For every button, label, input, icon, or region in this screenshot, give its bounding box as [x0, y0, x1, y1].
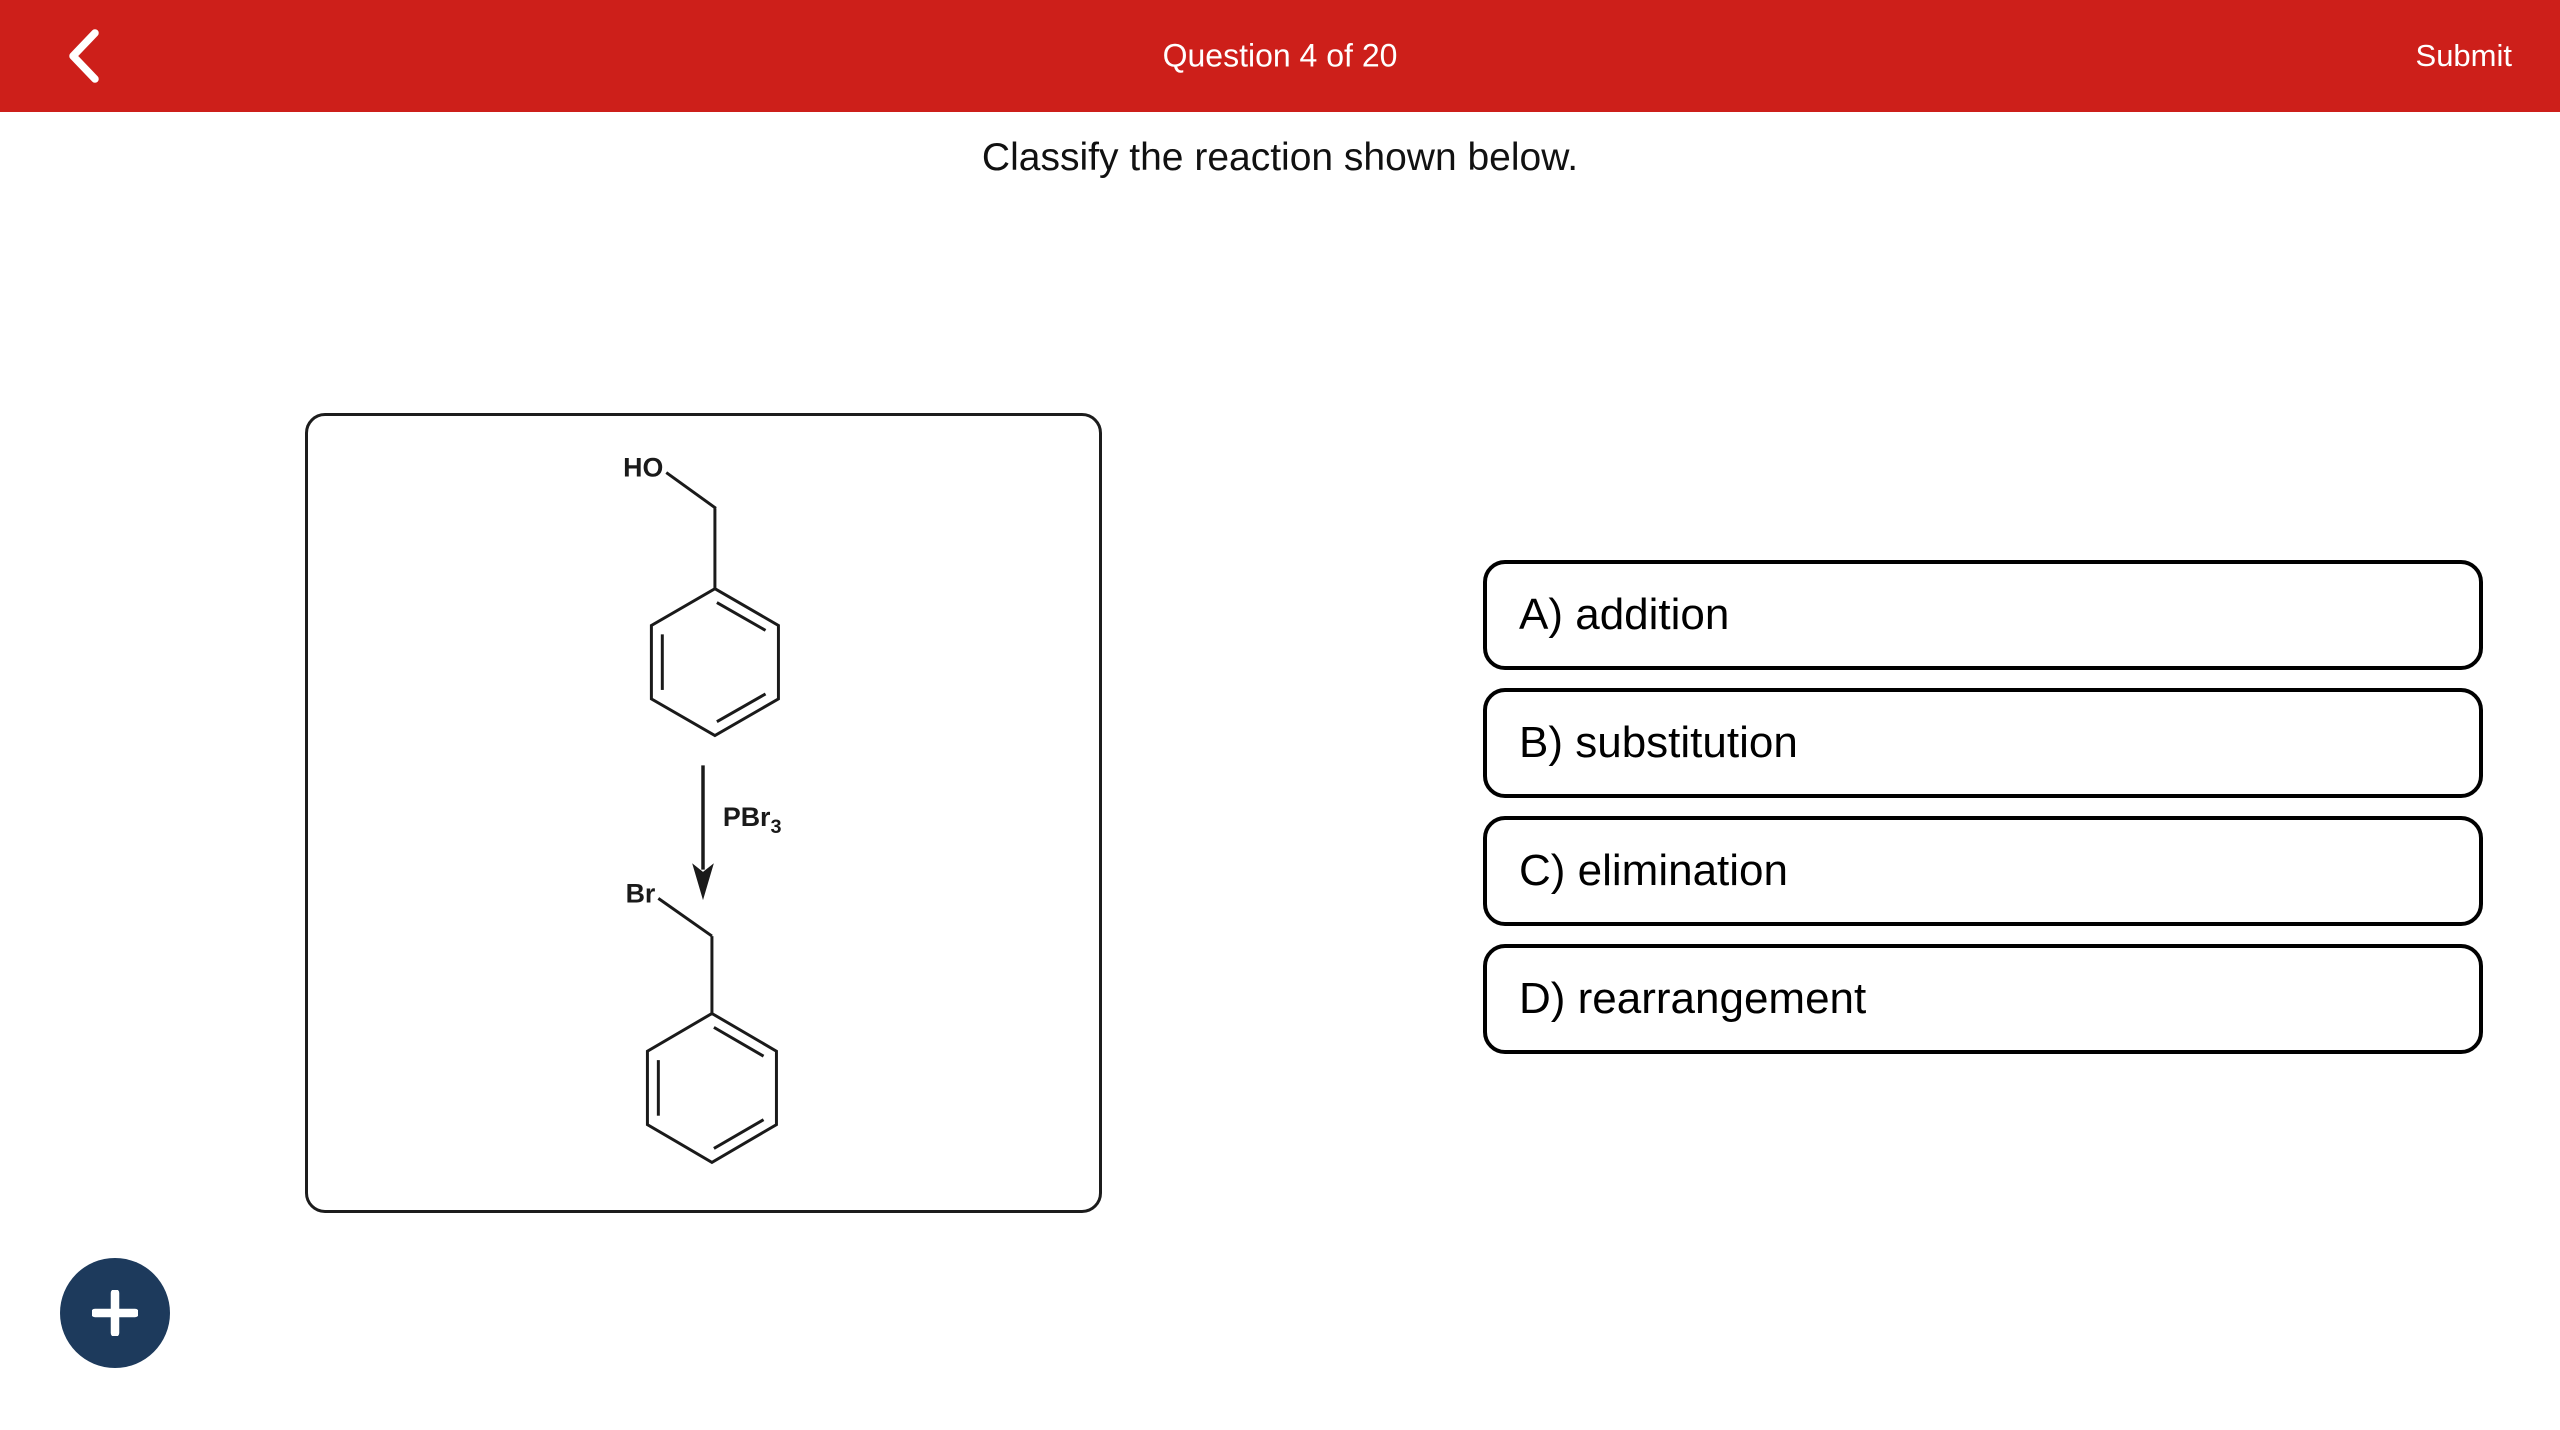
- reaction-arrow-head: [692, 863, 714, 901]
- reactant-group-label: HO: [623, 453, 663, 483]
- option-b-button[interactable]: B) substitution: [1483, 688, 2483, 798]
- product-group-label: Br: [626, 878, 656, 908]
- bond: [665, 471, 717, 510]
- reagent-subscript: 3: [770, 816, 781, 838]
- reaction-scheme-svg: HO PBr3 Br: [623, 453, 782, 1165]
- header: Question 4 of 20 Submit: [0, 0, 2560, 112]
- double-bond: [716, 692, 767, 723]
- benzene-ring-product: [645, 1011, 778, 1165]
- answer-options: A) addition B) substitution C) eliminati…: [1483, 560, 2483, 1054]
- chevron-left-icon: [69, 29, 99, 83]
- plus-icon: [92, 1290, 138, 1336]
- option-c-button[interactable]: C) elimination: [1483, 816, 2483, 926]
- back-button[interactable]: [44, 0, 124, 112]
- double-bond: [713, 1026, 765, 1058]
- question-text: Classify the reaction shown below.: [981, 136, 1579, 179]
- option-a-button[interactable]: A) addition: [1483, 560, 2483, 670]
- double-bond: [716, 601, 767, 632]
- double-bond: [713, 1118, 765, 1150]
- reagent-label: PBr3: [723, 802, 782, 838]
- page-title: Question 4 of 20: [1162, 37, 1398, 74]
- reaction-scheme-panel: HO PBr3 Br: [305, 413, 1102, 1213]
- add-button[interactable]: [60, 1258, 170, 1368]
- option-d-button[interactable]: D) rearrangement: [1483, 944, 2483, 1054]
- bond: [657, 897, 713, 938]
- benzene-ring-reactant: [649, 586, 780, 738]
- submit-button[interactable]: Submit: [2416, 0, 2512, 112]
